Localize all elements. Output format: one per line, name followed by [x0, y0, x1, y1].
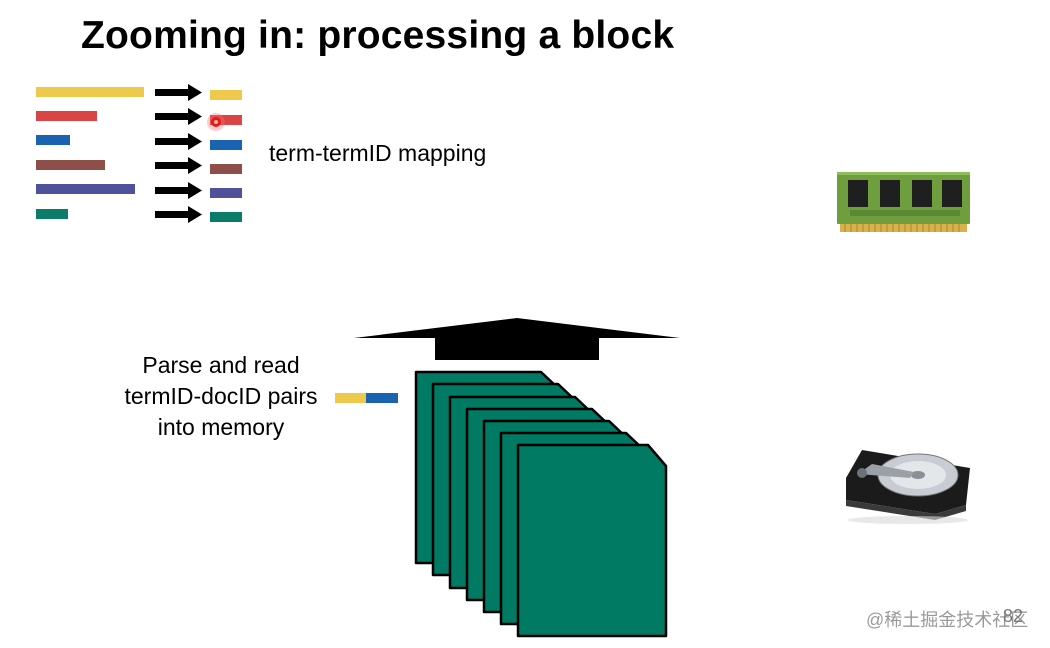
arrow-icon: [155, 133, 202, 150]
parse-label-line-1: Parse and read: [142, 352, 300, 378]
arrow-icon: [155, 157, 202, 174]
parse-label: Parse and read termID-docID pairs into m…: [96, 350, 346, 443]
termid-bar-purple: [210, 188, 242, 198]
term-bar-brown: [36, 160, 105, 170]
document-stack: [414, 370, 668, 638]
watermark: @稀土掘金技术社区 82: [866, 606, 1028, 632]
pair-bar-docid: [366, 393, 398, 403]
arrow-icon: [155, 206, 202, 223]
upward-arrow: [354, 318, 680, 360]
arrow-icon: [155, 182, 202, 199]
termid-bar-teal: [210, 212, 242, 222]
parse-label-line-2: termID-docID pairs: [124, 383, 318, 409]
watermark-text: @稀土掘金技术社区: [866, 610, 1029, 630]
parse-label-line-3: into memory: [157, 414, 285, 440]
pointer-dot-icon: [207, 113, 225, 131]
term-bar-purple: [36, 184, 135, 194]
slide-title: Zooming in: processing a block: [81, 14, 675, 57]
term-bars: [36, 87, 144, 219]
document-page: [516, 443, 668, 638]
term-bar-yellow: [36, 87, 144, 97]
termid-bars: [210, 90, 242, 222]
termid-bar-yellow: [210, 90, 242, 100]
arrow-icon: [155, 84, 202, 101]
page-number: 82: [1003, 606, 1024, 626]
mapping-label: term-termID mapping: [269, 140, 487, 166]
ram-module-icon: [837, 172, 970, 232]
termid-bar-brown: [210, 164, 242, 174]
hard-disk-icon: [846, 450, 970, 524]
pair-bar: [335, 393, 398, 403]
term-bar-blue: [36, 135, 70, 145]
arrow-icon: [155, 108, 202, 125]
mapping-arrows: [155, 84, 202, 223]
term-bar-red: [36, 111, 97, 121]
termid-bar-blue: [210, 140, 242, 150]
pair-bar-termid: [335, 393, 366, 403]
termid-bar-red: [210, 115, 242, 125]
term-bar-teal: [36, 209, 68, 219]
